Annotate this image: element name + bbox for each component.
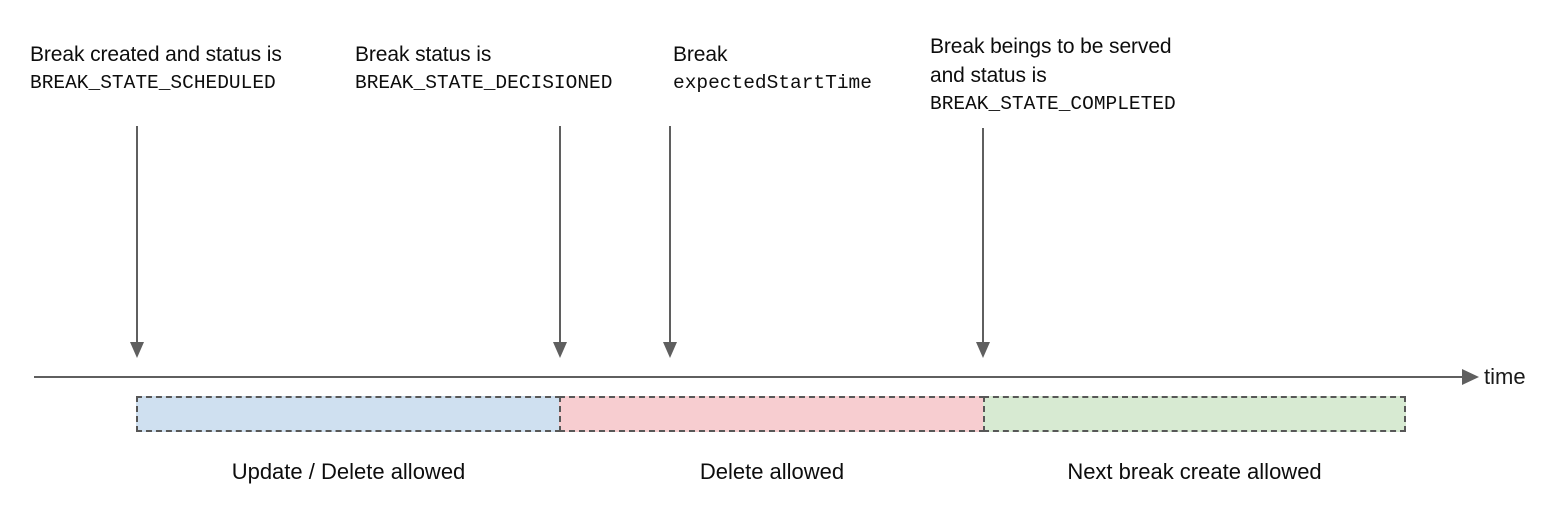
annotation-line-constant: expectedStartTime [673,72,872,94]
time-axis-line [34,376,1471,378]
annotation-line: Break created and status is [30,43,282,66]
arrow-stem [559,126,561,342]
annotation-line: Break status is [355,43,492,66]
annotation-line-constant: BREAK_STATE_COMPLETED [930,93,1176,115]
phase-caption-next-break-create-allowed: Next break create allowed [1067,459,1322,484]
annotation-break-decisioned: Break status is BREAK_STATE_DECISIONED [355,40,612,98]
arrow-stem [982,128,984,342]
annotation-line-constant: BREAK_STATE_SCHEDULED [30,72,276,94]
pointer-arrow-break-expected-start-time [663,126,677,358]
arrow-head-icon [976,342,990,358]
annotation-break-expected-start-time: Break expectedStartTime [673,40,872,98]
phase-caption-delete-allowed: Delete allowed [699,459,845,484]
annotation-line: and status is [930,64,1047,87]
phase-bar-next-break-create-allowed [983,396,1406,432]
arrow-stem [136,126,138,342]
time-axis-label: time [1484,364,1526,389]
annotation-break-created-scheduled: Break created and status is BREAK_STATE_… [30,40,282,98]
phase-bar-delete-allowed [559,396,985,432]
arrow-head-icon [663,342,677,358]
annotation-break-served-completed: Break beings to be served and status is … [930,32,1176,119]
phase-bar-update-delete-allowed [136,396,561,432]
pointer-arrow-break-served-completed [976,128,990,358]
annotation-line-constant: BREAK_STATE_DECISIONED [355,72,613,94]
arrow-head-icon [553,342,567,358]
phase-caption-update-delete-allowed: Update / Delete allowed [231,459,466,484]
arrow-head-icon [130,342,144,358]
annotation-line: Break [673,43,728,66]
time-axis-arrow-icon [1462,369,1479,385]
annotation-line: Break beings to be served [930,35,1172,58]
arrow-stem [669,126,671,342]
pointer-arrow-break-created-scheduled [130,126,144,358]
pointer-arrow-break-decisioned [553,126,567,358]
